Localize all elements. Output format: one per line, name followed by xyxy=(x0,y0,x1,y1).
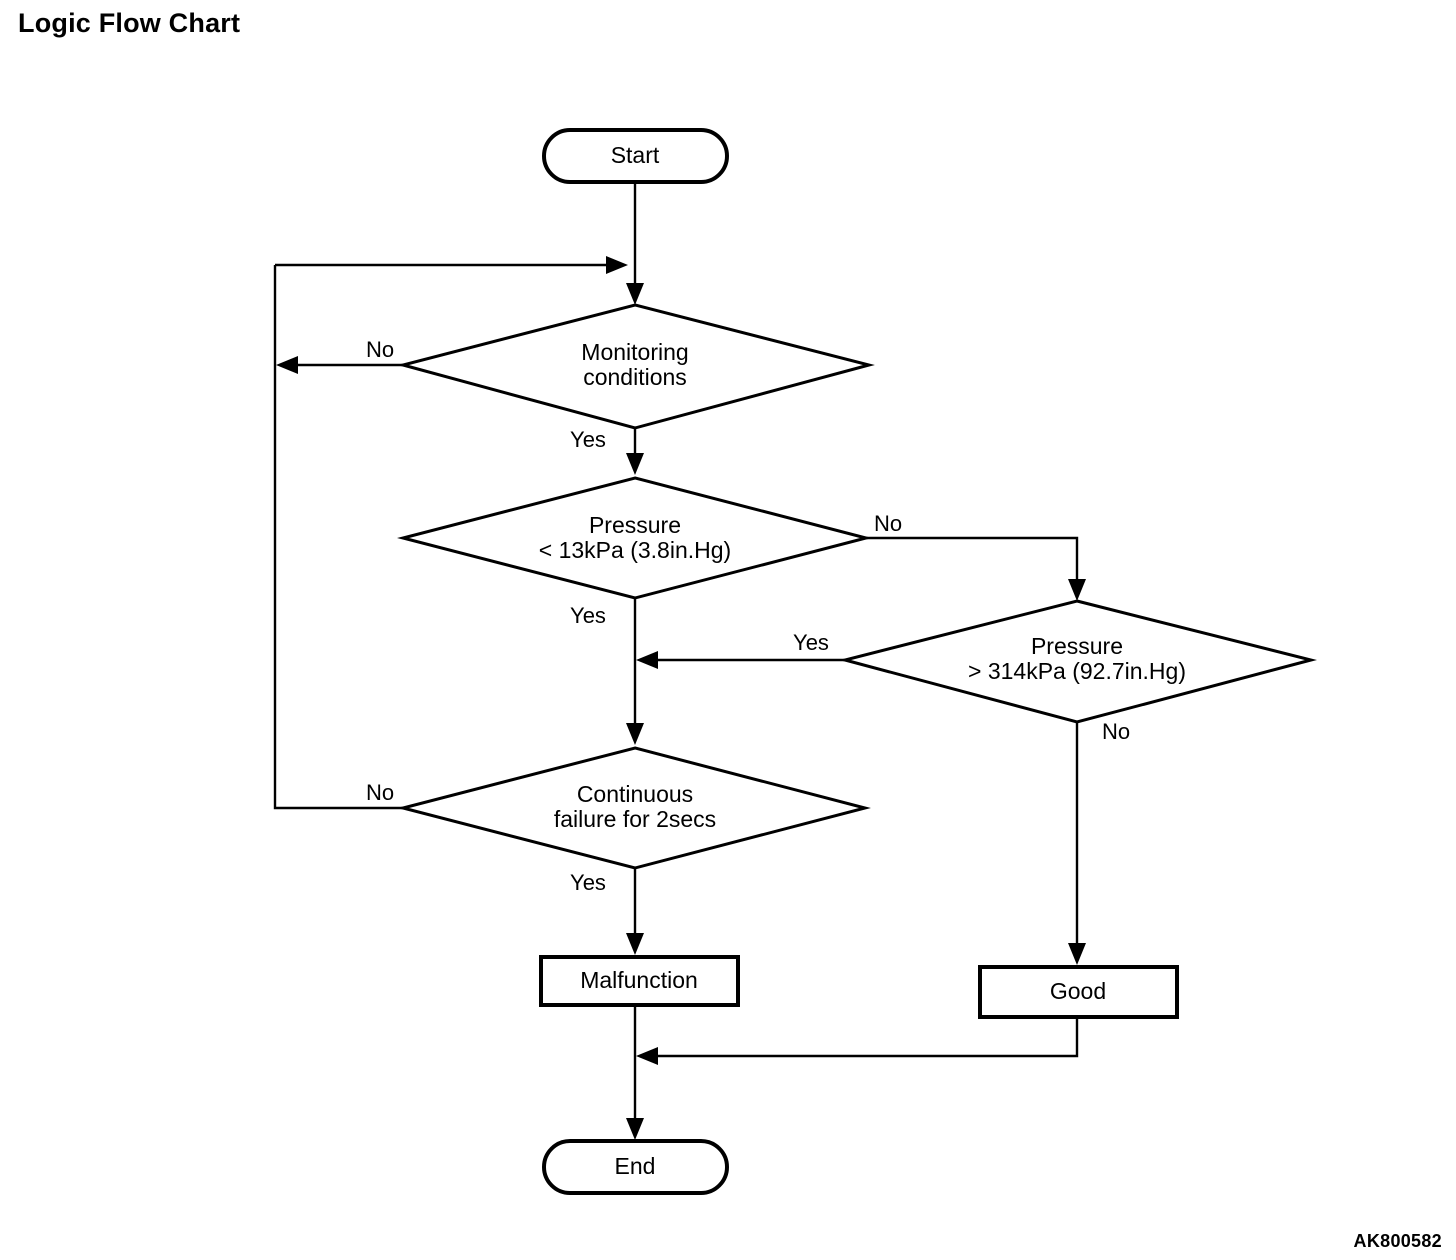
node-good[interactable]: Good xyxy=(978,965,1179,1019)
edge-continuous-no xyxy=(273,365,403,810)
node-end[interactable]: End xyxy=(542,1139,729,1195)
node-start-label: Start xyxy=(611,142,660,168)
edge-monitoring-yes xyxy=(626,428,644,475)
edge-press-high-yes xyxy=(636,651,845,669)
edge-continuous-yes xyxy=(626,868,644,955)
edge-label-pressure-high-no: No xyxy=(1102,719,1130,744)
edge-label-continuous-yes: Yes xyxy=(570,870,606,895)
node-malfunction-label: Malfunction xyxy=(580,967,698,993)
edge-label-monitoring-yes: Yes xyxy=(570,427,606,452)
node-continuous-label-line2: failure for 2secs xyxy=(554,806,716,832)
edge-press-high-no xyxy=(1068,722,1086,965)
edge-press-low-yes xyxy=(626,598,644,745)
node-monitoring-label-line1: Monitoring xyxy=(581,339,688,365)
node-good-label: Good xyxy=(1050,978,1106,1004)
edge-start-to-monitoring xyxy=(626,182,644,305)
edge-malfunction-to-end xyxy=(626,1005,644,1140)
edge-press-low-no xyxy=(866,536,1086,601)
node-pressure-high-label-line2: > 314kPa (92.7in.Hg) xyxy=(968,658,1186,684)
node-start[interactable]: Start xyxy=(542,128,729,184)
edge-good-to-end xyxy=(636,1017,1079,1065)
node-pressure-low-label-line2: < 13kPa (3.8in.Hg) xyxy=(539,537,731,563)
node-pressure-high[interactable]: Pressure > 314kPa (92.7in.Hg) xyxy=(839,599,1317,724)
node-pressure-high-label-line1: Pressure xyxy=(1031,633,1123,659)
edge-loop-return-to-monitoring xyxy=(275,256,628,274)
edge-label-pressure-low-yes: Yes xyxy=(570,603,606,628)
node-end-label: End xyxy=(615,1153,656,1179)
node-pressure-low-label-line1: Pressure xyxy=(589,512,681,538)
edge-label-pressure-low-no: No xyxy=(874,511,902,536)
node-pressure-low[interactable]: Pressure < 13kPa (3.8in.Hg) xyxy=(397,476,872,600)
edge-monitoring-no xyxy=(273,265,403,374)
node-malfunction[interactable]: Malfunction xyxy=(539,955,740,1007)
node-continuous-label-line1: Continuous xyxy=(577,781,693,807)
node-continuous-failure[interactable]: Continuous failure for 2secs xyxy=(397,746,871,870)
page-title: Logic Flow Chart xyxy=(18,8,241,38)
diagram-code-label: AK800582 xyxy=(1353,1231,1442,1251)
edge-label-monitoring-no: No xyxy=(366,337,394,362)
node-monitoring-label-line2: conditions xyxy=(583,364,687,390)
edge-label-pressure-high-yes: Yes xyxy=(793,630,829,655)
edge-label-continuous-no: No xyxy=(366,780,394,805)
node-monitoring-conditions[interactable]: Monitoring conditions xyxy=(397,303,875,430)
